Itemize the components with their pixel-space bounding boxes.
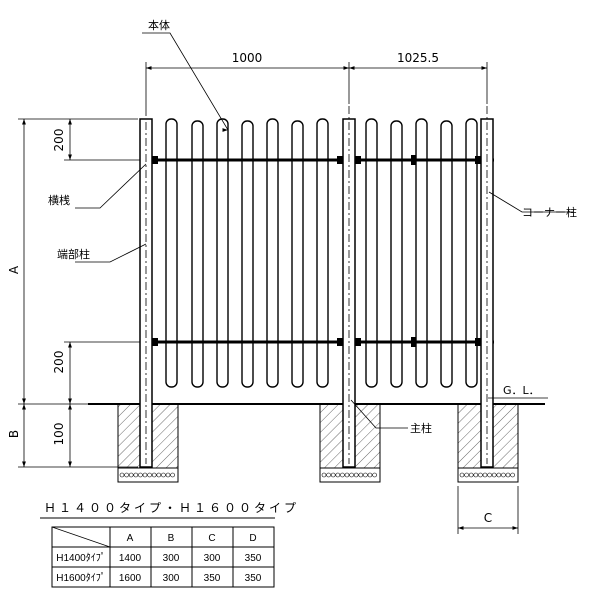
- horizontal-rails: [143, 158, 494, 344]
- gravel-stone: [487, 472, 492, 478]
- gravel-stone: [170, 472, 175, 478]
- fence-slat: [440, 120, 453, 388]
- gravel-stone: [496, 472, 502, 478]
- gravel-stone: [151, 472, 157, 478]
- end-post: [139, 118, 153, 468]
- gravel-stone: [138, 472, 143, 478]
- gravel-stone: [124, 472, 129, 478]
- label-horizontal-rail: 横桟: [48, 193, 70, 207]
- table-header-cell: B: [168, 533, 175, 544]
- label-main-post: 主柱: [410, 421, 432, 435]
- dim-span-left: 1000: [232, 51, 263, 65]
- dim-bottom-offset: 200: [52, 351, 66, 374]
- gravel-stone: [326, 472, 331, 478]
- table-cell: 1600: [119, 573, 142, 584]
- gravel-stone: [161, 472, 166, 478]
- gravel-stone: [340, 472, 345, 478]
- table-cell: 350: [245, 573, 262, 584]
- fence-slat: [390, 120, 403, 388]
- dim-C: C: [484, 511, 492, 525]
- gravel-stone: [165, 472, 171, 478]
- gravel-stone: [464, 472, 469, 478]
- gravel-stone: [505, 472, 511, 478]
- gravel-stone: [473, 472, 479, 478]
- table-cell: 1400: [119, 553, 142, 564]
- gravel-stone: [367, 472, 373, 478]
- spec-table: [51, 526, 275, 588]
- dim-span-right: 1025.5: [397, 51, 439, 65]
- gravel-stone: [482, 472, 488, 478]
- table-title: Ｈ１４００タイプ・Ｈ１６００タイプ: [44, 501, 299, 515]
- gravel-stone: [147, 472, 152, 478]
- gravel-stone: [510, 472, 515, 478]
- dim-top-offset: 200: [52, 129, 66, 152]
- corner-post: [480, 106, 494, 468]
- table-cell: 300: [163, 573, 180, 584]
- table-header-cell: C: [208, 533, 215, 544]
- table-cell: 350: [204, 573, 221, 584]
- table-row-label: H1400ﾀｲﾌﾟ: [56, 552, 105, 564]
- fence-slat: [365, 118, 378, 388]
- fence-slat: [266, 118, 279, 388]
- gravel-stone: [459, 472, 465, 478]
- main-post: [342, 106, 356, 468]
- fence-slat: [465, 118, 478, 388]
- fence-slat: [165, 118, 178, 388]
- gravel-stone: [478, 472, 483, 478]
- table-cell: 300: [204, 553, 221, 564]
- table-header-cell: A: [127, 533, 134, 544]
- gravel-stone: [491, 472, 497, 478]
- gravel-stone: [335, 472, 341, 478]
- gravel-stone: [330, 472, 336, 478]
- gravel-base: [119, 472, 515, 478]
- dimension-lines: [18, 62, 519, 534]
- gravel-stone: [349, 472, 354, 478]
- rail-brackets: [152, 155, 481, 347]
- leader-lines: [75, 32, 573, 429]
- table-cell: 300: [163, 553, 180, 564]
- dim-A: A: [7, 265, 21, 274]
- fence-slat: [291, 120, 304, 388]
- gravel-stone: [358, 472, 364, 478]
- dim-B: B: [7, 430, 21, 438]
- label-ground-line: G．L．: [503, 384, 540, 397]
- gravel-stone: [353, 472, 359, 478]
- gravel-stone: [344, 472, 350, 478]
- fence-slat: [216, 118, 229, 388]
- label-body: 本体: [148, 18, 170, 32]
- fence-slat: [191, 120, 204, 388]
- gravel-stone: [468, 472, 474, 478]
- gravel-stone: [372, 472, 377, 478]
- table-row-label: H1600ﾀｲﾌﾟ: [56, 572, 105, 584]
- fence-slats: [165, 118, 478, 388]
- dim-embed: 100: [52, 423, 66, 446]
- gravel-stone: [133, 472, 139, 478]
- label-corner-post: コーナー柱: [522, 205, 577, 219]
- gravel-stone: [142, 472, 148, 478]
- gravel-stone: [128, 472, 134, 478]
- fence-slat: [415, 118, 428, 388]
- fence-slat: [241, 120, 254, 388]
- fence-slat: [316, 118, 329, 388]
- gravel-stone: [156, 472, 162, 478]
- table-header-cell: D: [249, 533, 256, 544]
- gravel-stone: [119, 472, 125, 478]
- table-cell: 350: [245, 553, 262, 564]
- gravel-stone: [321, 472, 327, 478]
- gravel-stone: [501, 472, 506, 478]
- label-end-post: 端部柱: [57, 247, 90, 261]
- gravel-stone: [363, 472, 368, 478]
